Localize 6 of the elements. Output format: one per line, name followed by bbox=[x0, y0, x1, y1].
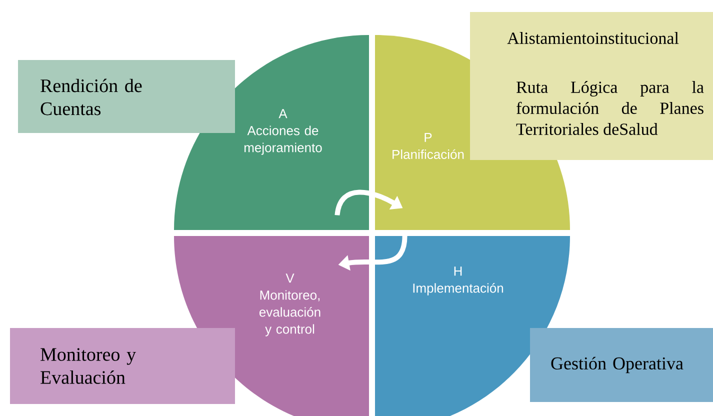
text-box: Rendición de Cuentas bbox=[18, 60, 235, 133]
text-box: Gestión Operativa bbox=[530, 328, 713, 402]
text-box: Monitoreo y Evaluación bbox=[10, 328, 235, 404]
text-box: Alistamientoinstitucional Ruta Lógica para la formulación de Planes Territoriales deSalud bbox=[470, 12, 713, 160]
quadrant: A Acciones de mejoramiento bbox=[174, 35, 369, 230]
quadrant: V Monitoreo, evaluación y control bbox=[174, 236, 369, 416]
